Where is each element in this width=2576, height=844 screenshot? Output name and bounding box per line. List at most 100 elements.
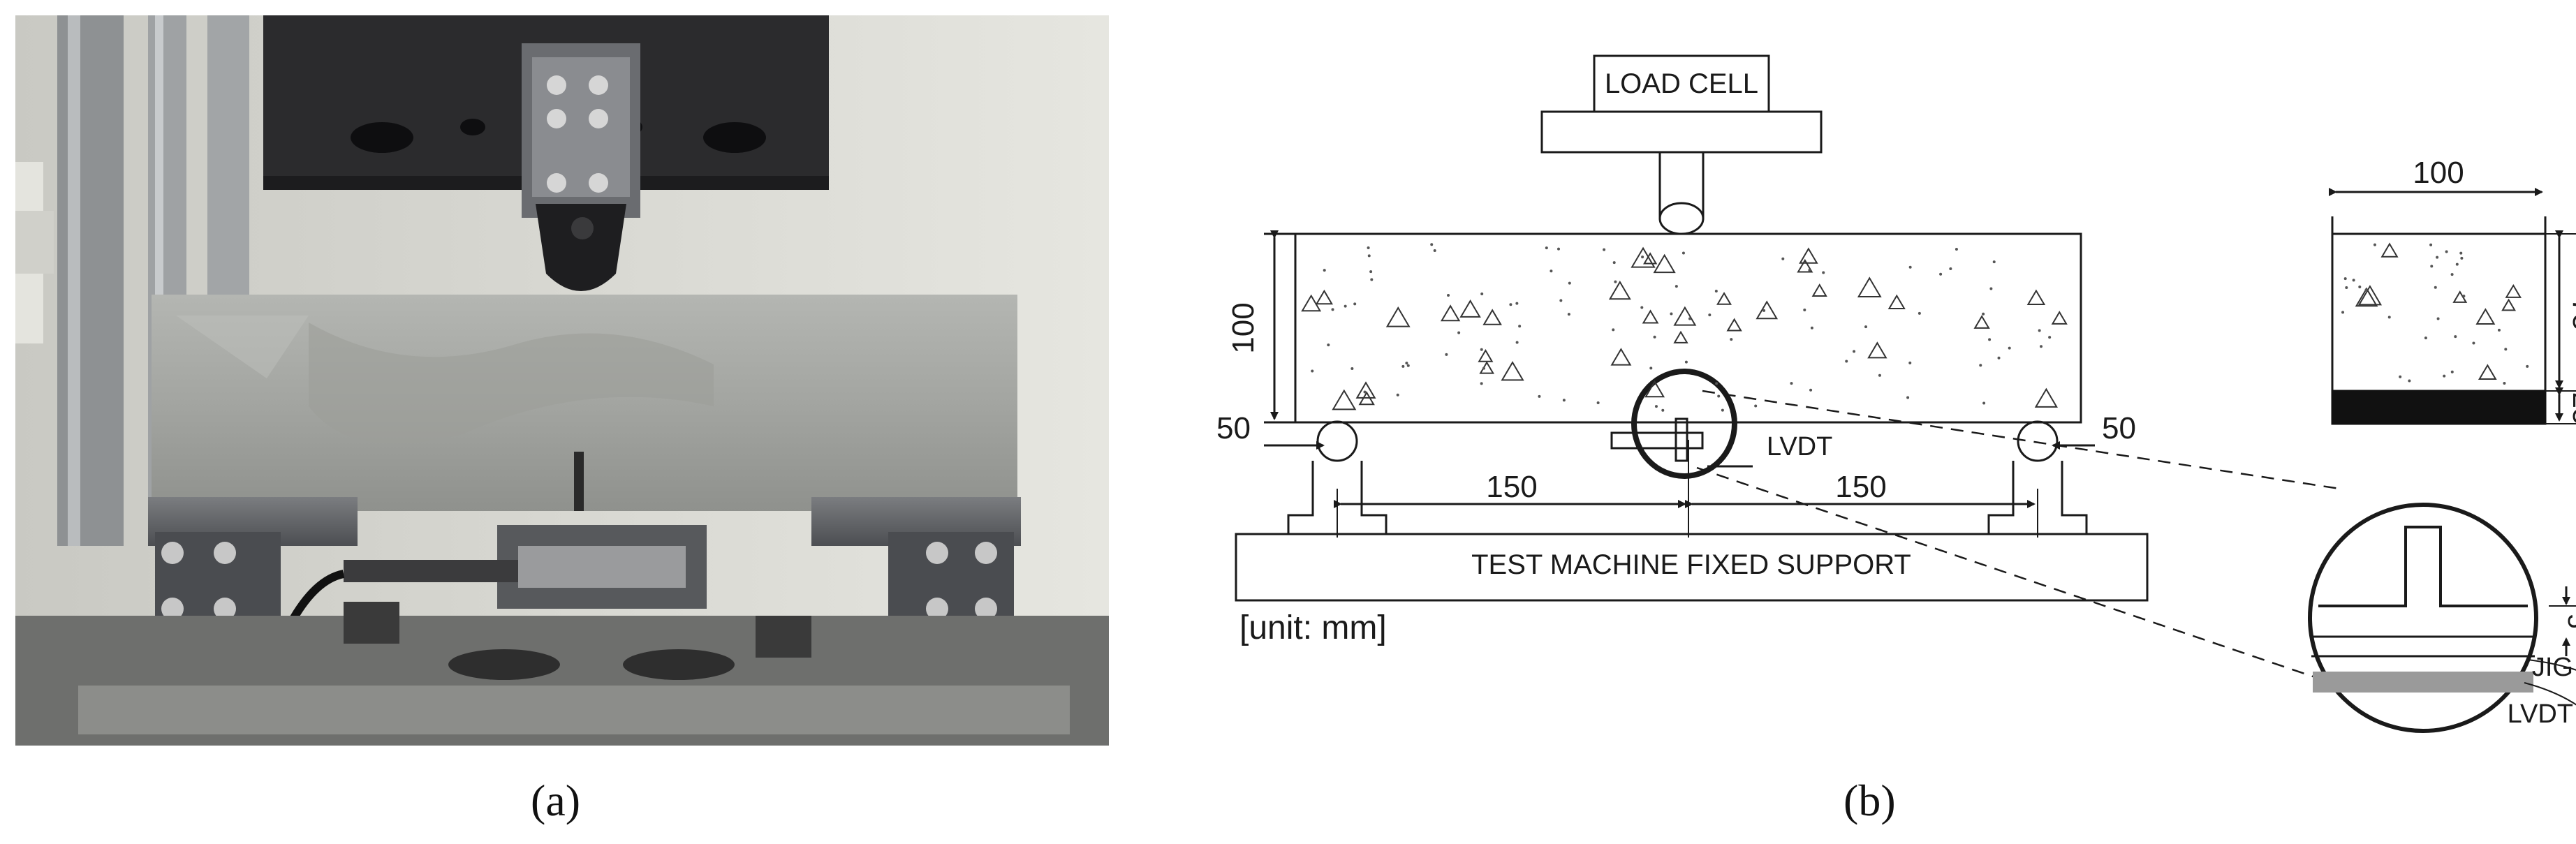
aggregate-dot	[1480, 348, 1483, 351]
aggregate-dot	[1327, 343, 1330, 347]
beam-height-label: 100	[1226, 302, 1260, 353]
aggregate-dot	[1612, 328, 1615, 332]
aggregate-dot	[1331, 308, 1334, 311]
aggregate-dot	[1509, 303, 1513, 306]
aggregate-dot	[2450, 273, 2454, 276]
aggregate-dot	[1545, 246, 1548, 250]
aggregate-dot	[1908, 361, 1912, 364]
section-width-label: 100	[2413, 156, 2464, 190]
aggregate-particle	[1887, 294, 1906, 309]
aggregate-dot	[2436, 256, 2439, 259]
aggregate-dot	[2008, 346, 2011, 350]
aggregate-dot	[1370, 278, 1374, 281]
aggregate-dot	[1721, 408, 1724, 412]
aggregate-dot	[1681, 251, 1685, 255]
aggregate-dot	[1754, 404, 1758, 408]
aggregate-dot	[1988, 338, 1992, 341]
jig-label: JIG	[2532, 653, 2573, 682]
aggregate-dot	[1323, 269, 1326, 272]
detail-highlight-ellipse	[1631, 369, 1737, 479]
aggregate-dot	[2450, 370, 2454, 373]
aggregate-dot	[2345, 286, 2348, 289]
aggregate-dot	[1518, 325, 1522, 328]
aggregate-dot	[2341, 311, 2345, 314]
aggregate-dot	[1803, 308, 1806, 311]
aggregate-dot	[2504, 348, 2508, 351]
aggregate-dot	[1730, 338, 1733, 341]
aggregate-dot	[2040, 345, 2043, 348]
aggregate-particle	[2051, 311, 2068, 325]
aggregate-dot	[1997, 356, 2001, 360]
aggregate-dots	[1311, 243, 2529, 412]
aggregate-dot	[2358, 286, 2362, 289]
aggregate-particle	[1608, 281, 1631, 300]
aggregate-particle	[1799, 247, 1818, 264]
aggregate-dot	[1845, 360, 1848, 363]
aggregate-dot	[1447, 293, 1450, 297]
aggregate-dot	[1515, 302, 1519, 305]
aggregate-particle	[1358, 391, 1375, 406]
caption-b: (b)	[1843, 776, 1896, 825]
aggregate-dot	[1430, 243, 1434, 246]
cross-section-lower-band	[2331, 390, 2547, 425]
aggregate-dot	[1538, 394, 1541, 398]
aggregate-particle	[2355, 287, 2378, 307]
aggregate-dot	[2373, 243, 2376, 246]
aggregate-dot	[1708, 313, 1712, 317]
aggregate-dot	[1433, 249, 1436, 252]
aggregate-particle	[1459, 299, 1481, 318]
fixed-support-base	[1235, 533, 2149, 602]
aggregate-dot	[2455, 262, 2459, 266]
aggregate-dot	[1396, 393, 1399, 397]
right-overhang-label: 50	[2102, 411, 2136, 445]
aggregate-particle	[1478, 349, 1494, 362]
aggregate-particle	[1811, 283, 1827, 297]
aggregate-particle	[1482, 309, 1502, 325]
aggregate-dot	[2459, 251, 2463, 255]
aggregate-dot	[1653, 335, 1656, 339]
aggregate-dot	[2526, 364, 2529, 368]
aggregate-dot	[1640, 306, 1644, 309]
aggregate-dot	[2038, 329, 2041, 332]
aggregate-dot	[2497, 328, 2501, 332]
aggregate-dot	[1567, 313, 1570, 316]
three-point-bending-photo	[15, 15, 1109, 747]
aggregate-particle	[1644, 380, 1665, 398]
aggregate-dot	[2429, 243, 2433, 246]
aggregate-dot	[1562, 399, 1566, 402]
aggregate-dot	[1401, 364, 1405, 368]
detail-lvdt-band	[2313, 672, 2533, 693]
aggregate-dot	[1809, 388, 1813, 392]
aggregate-particle	[1501, 361, 1524, 381]
aggregate-dot	[1918, 311, 1921, 315]
aggregate-dot	[1559, 299, 1563, 302]
aggregate-dot	[1939, 272, 1943, 276]
aggregate-particle	[2505, 283, 2522, 298]
three-point-bending-schematic: LOAD CELL 100 50 50 150 150 LVDT TEST MA…	[1216, 54, 2576, 733]
section-upper-label: 75	[2567, 298, 2576, 331]
lvdt-label: LVDT	[1767, 432, 1832, 461]
aggregate-dot	[1482, 367, 1485, 370]
aggregate-particle	[1797, 258, 1813, 273]
aggregate-dot	[1344, 304, 1347, 308]
aggregate-dot	[2434, 286, 2437, 289]
aggregate-particle	[2478, 364, 2497, 380]
loading-nose	[536, 204, 626, 291]
aggregate-dot	[1714, 289, 1718, 293]
aggregate-particle	[1643, 252, 1658, 265]
aggregate-particle	[2380, 242, 2399, 258]
aggregate-triangles	[1301, 242, 2522, 410]
aggregate-particle	[2026, 289, 2046, 306]
aggregate-particle	[1642, 309, 1659, 324]
load-cell-plate	[1540, 110, 1823, 154]
aggregate-dot	[2443, 374, 2446, 378]
aggregate-dot	[2430, 265, 2434, 268]
aggregate-dot	[1480, 293, 1484, 296]
aggregate-particle	[1857, 276, 1882, 297]
aggregate-particle	[1756, 300, 1779, 320]
aggregate-dot	[1367, 246, 1370, 250]
aggregate-dot	[1353, 302, 1357, 306]
aggregate-dot	[1810, 326, 1813, 330]
aggregate-dot	[1406, 364, 1410, 367]
aggregate-particle	[1673, 330, 1688, 343]
